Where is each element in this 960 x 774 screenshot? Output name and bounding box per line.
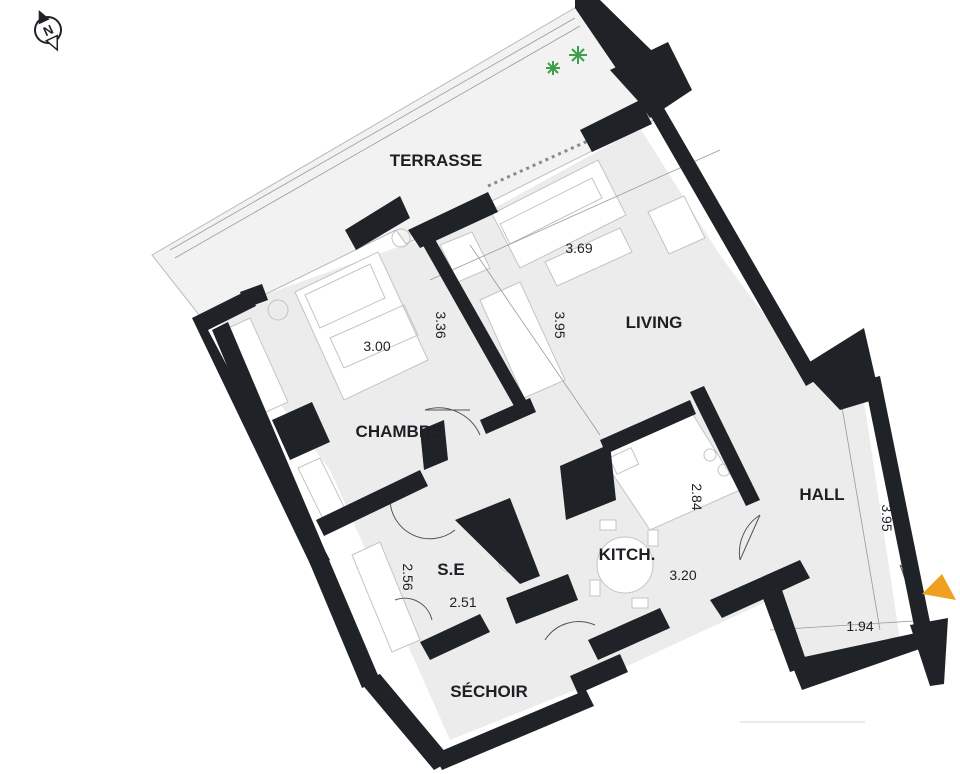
- dining-table: [589, 519, 659, 609]
- door-sechoir: [544, 621, 596, 641]
- room-label-terrasse: TERRASSE: [390, 151, 483, 170]
- bathtub: [351, 541, 421, 653]
- plant-icon: [546, 61, 560, 75]
- dim-se-width: 2.51: [449, 594, 476, 610]
- room-label-se: S.E: [437, 560, 464, 579]
- dim-chambre-depth: 3.36: [433, 311, 449, 338]
- dim-hall-depth: 3.95: [879, 504, 895, 531]
- room-label-hall: HALL: [799, 485, 844, 504]
- room-label-chambre: CHAMBRE: [356, 422, 443, 441]
- plant-icon: [569, 46, 587, 64]
- bed: [294, 251, 429, 401]
- dim-living-depth: 3.95: [552, 311, 568, 338]
- shower-arc: [394, 597, 433, 621]
- door-kitchen: [738, 514, 761, 561]
- sofa-side: [479, 281, 566, 399]
- dim-living-width: 3.69: [565, 240, 592, 256]
- dim-se-depth: 2.56: [400, 563, 416, 590]
- sofa: [491, 159, 627, 269]
- dim-chambre-width: 3.00: [363, 338, 390, 354]
- room-label-living: LIVING: [626, 313, 683, 332]
- walls: [192, 0, 948, 770]
- dim-kitchen-width: 3.20: [669, 567, 696, 583]
- room-label-sechoir: SÉCHOIR: [450, 682, 527, 701]
- door-chambre: [424, 407, 481, 436]
- room-label-kitchen: KITCH.: [599, 545, 656, 564]
- dim-kitchen-depth: 2.84: [689, 483, 705, 510]
- dim-hall-width: 1.94: [846, 618, 873, 634]
- entrance-arrow-icon: [922, 574, 956, 600]
- compass-icon: N: [34, 10, 62, 52]
- coffee-table: [544, 227, 633, 287]
- armchair: [647, 195, 706, 255]
